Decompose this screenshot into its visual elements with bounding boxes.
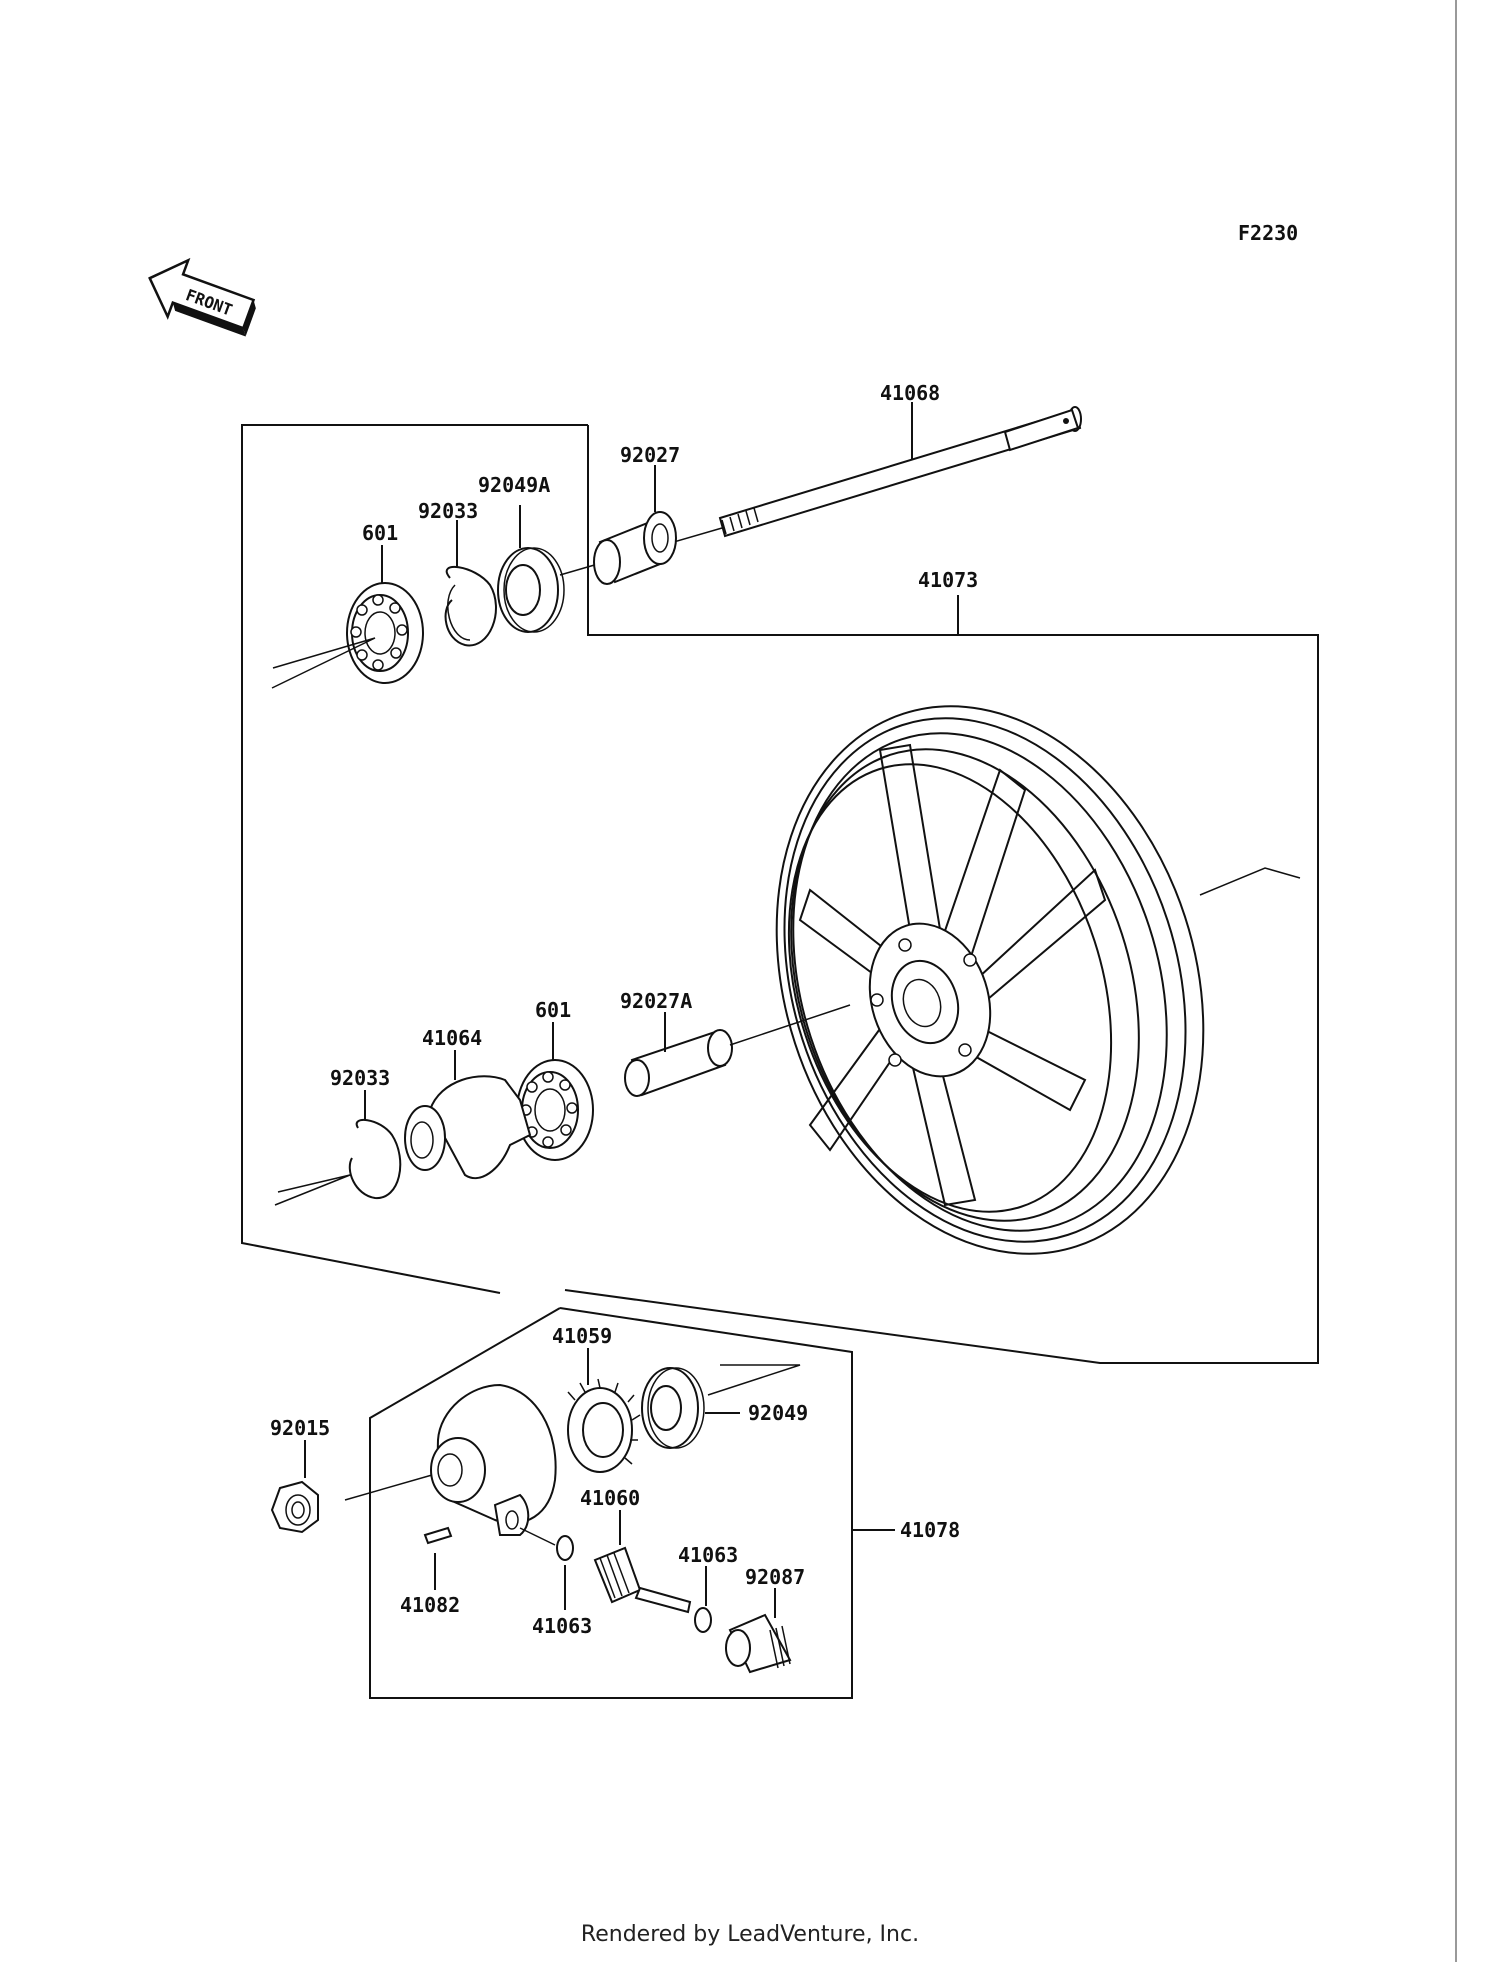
label-92033-top: 92033 [418,499,478,523]
axle-shaft [559,402,1082,576]
label-41082: 41082 [400,1593,460,1617]
label-92027a: 92027A [620,989,692,1013]
circlip-upper [444,520,497,647]
label-41078: 41078 [900,1518,960,1542]
label-92049a: 92049A [478,473,550,497]
label-41064: 41064 [422,1026,482,1050]
page-edge-rule [1455,0,1457,1962]
label-41063-right: 41063 [678,1543,738,1567]
cast-wheel [775,705,1301,1255]
collar-spacer [593,465,677,585]
washer-left [519,1527,574,1610]
axle-nut [270,1440,433,1534]
oil-seal-lower [641,1364,801,1449]
diagram-code: F2230 [1238,221,1298,245]
label-92015: 92015 [270,1416,330,1440]
front-arrow-icon: FRONT [148,257,256,337]
label-601-top: 601 [362,521,398,545]
oil-seal-upper [497,505,565,633]
label-41073: 41073 [918,568,978,592]
footer-credit: Rendered by LeadVenture, Inc. [580,1922,920,1947]
dowel-pin [423,1526,453,1590]
speedometer-gear-housing [430,1383,557,1536]
label-41063-left: 41063 [532,1614,592,1638]
speedometer-pinion [593,1510,692,1614]
circlip-lower [274,1090,402,1206]
washer-right [694,1566,712,1633]
pinion-bushing [725,1588,792,1674]
part-labels: 41068 92027 92049A 92033 601 41073 92027… [270,381,978,1638]
distance-collar [624,1004,851,1097]
label-92049: 92049 [748,1401,808,1425]
bearing-upper [271,545,424,689]
label-41060: 41060 [580,1486,640,1510]
label-601-lower: 601 [535,998,571,1022]
speedometer-assembly-bracket [369,1307,895,1699]
wheel-assembly-bracket [241,424,1319,1364]
gear-housing-stop [404,1050,532,1180]
label-92087: 92087 [745,1565,805,1589]
label-41059: 41059 [552,1324,612,1348]
bearing-lower [516,1022,594,1161]
speedometer-gear [567,1348,641,1473]
label-92027: 92027 [620,443,680,467]
label-41068: 41068 [880,381,940,405]
label-92033-lower: 92033 [330,1066,390,1090]
